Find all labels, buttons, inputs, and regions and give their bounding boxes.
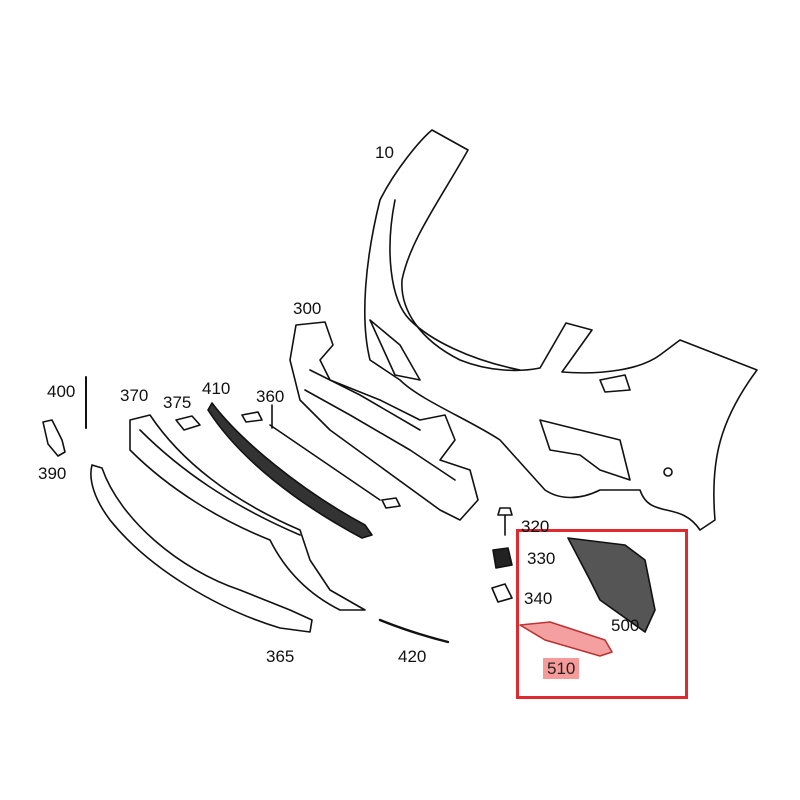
grille-500-part — [567, 537, 656, 633]
spoiler-part — [90, 464, 313, 633]
lower-trim-part — [129, 414, 366, 611]
part-label-300: 300 — [293, 299, 322, 318]
bumper-support-part — [289, 321, 479, 521]
part-label-390: 390 — [38, 464, 67, 483]
strip-part — [378, 618, 450, 644]
grille-strip-part — [207, 402, 373, 539]
part-label-365: 365 — [266, 647, 295, 666]
part-label-370: 370 — [120, 386, 149, 405]
part-label-320: 320 — [521, 517, 550, 536]
clip-375-part — [175, 415, 201, 431]
clip-390-part — [42, 419, 66, 457]
clip-340-part — [491, 583, 513, 603]
bumper-cover-part — [364, 129, 758, 531]
part-label-375: 375 — [163, 393, 192, 412]
part-label-420: 420 — [398, 647, 427, 666]
nut-330-part — [492, 547, 513, 569]
part-label-360: 360 — [256, 387, 285, 406]
part-label-410: 410 — [202, 379, 231, 398]
part-label-340: 340 — [524, 589, 553, 608]
trim-510-part — [519, 621, 613, 657]
rod-part — [241, 404, 401, 509]
part-label-400: 400 — [47, 382, 76, 401]
part-label-330: 330 — [527, 549, 556, 568]
bolt-320-part — [497, 507, 513, 536]
part-label-500: 500 — [611, 616, 640, 635]
highlight-box — [516, 529, 688, 699]
part-label-10: 10 — [375, 143, 394, 162]
part-label-510-highlighted: 510 — [543, 658, 580, 679]
